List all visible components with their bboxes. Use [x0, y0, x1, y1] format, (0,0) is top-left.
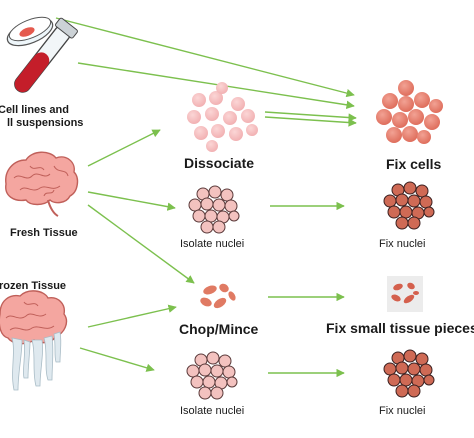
fixed-cells-icon	[376, 80, 443, 144]
arrow-dish-to-fix-cells	[55, 17, 355, 98]
frozen-brain-icon	[0, 290, 68, 391]
label-fix-cells: Fix cells	[386, 156, 442, 172]
arrow-frozen-to-chop	[87, 304, 177, 328]
tissue-pieces-icon	[200, 283, 236, 309]
arrow-tube-to-fix-cells	[77, 62, 355, 109]
label-fix-small-tissue-pieces: Fix small tissue pieces	[326, 320, 474, 336]
label-cell-lines-1: Cell lines and	[0, 104, 69, 116]
fixed-nuclei-fresh-icon	[383, 181, 435, 230]
arrow-dissociate-to-fix-cells-2	[264, 116, 357, 127]
label-isolate-nuclei-frozen: Isolate nuclei	[180, 405, 245, 417]
arrow-dissociate-to-fix-cells-1	[264, 111, 357, 122]
fixed-nuclei-frozen-icon	[383, 349, 435, 398]
nuclei-cluster-frozen-icon	[186, 351, 238, 400]
label-fresh-tissue: Fresh Tissue	[10, 227, 78, 239]
label-dissociate: Dissociate	[184, 155, 255, 171]
arrow-frozen-to-isolate	[79, 347, 155, 372]
dissociated-cells-icon	[187, 82, 258, 152]
brain-icon	[5, 151, 79, 217]
label-frozen-tissue: rozen Tissue	[0, 280, 67, 292]
arrow-fresh-to-isolate	[87, 191, 176, 211]
fixed-tissue-pieces-icon	[387, 276, 423, 312]
label-chop-mince: Chop/Mince	[179, 321, 259, 337]
label-cell-lines-2: ll suspensions	[7, 117, 84, 129]
blood-tube-icon	[14, 17, 78, 93]
arrows	[55, 17, 357, 378]
petri-dish-icon	[6, 16, 54, 47]
arrow-fresh-to-chop	[87, 204, 195, 284]
label-isolate-nuclei-fresh: Isolate nuclei	[180, 238, 245, 250]
label-fix-nuclei-fresh: Fix nuclei	[379, 238, 426, 250]
arrow-fresh-to-dissociate	[87, 129, 161, 167]
nuclei-cluster-fresh-icon	[188, 185, 240, 234]
icicles	[11, 331, 62, 391]
label-fix-nuclei-frozen: Fix nuclei	[379, 405, 426, 417]
